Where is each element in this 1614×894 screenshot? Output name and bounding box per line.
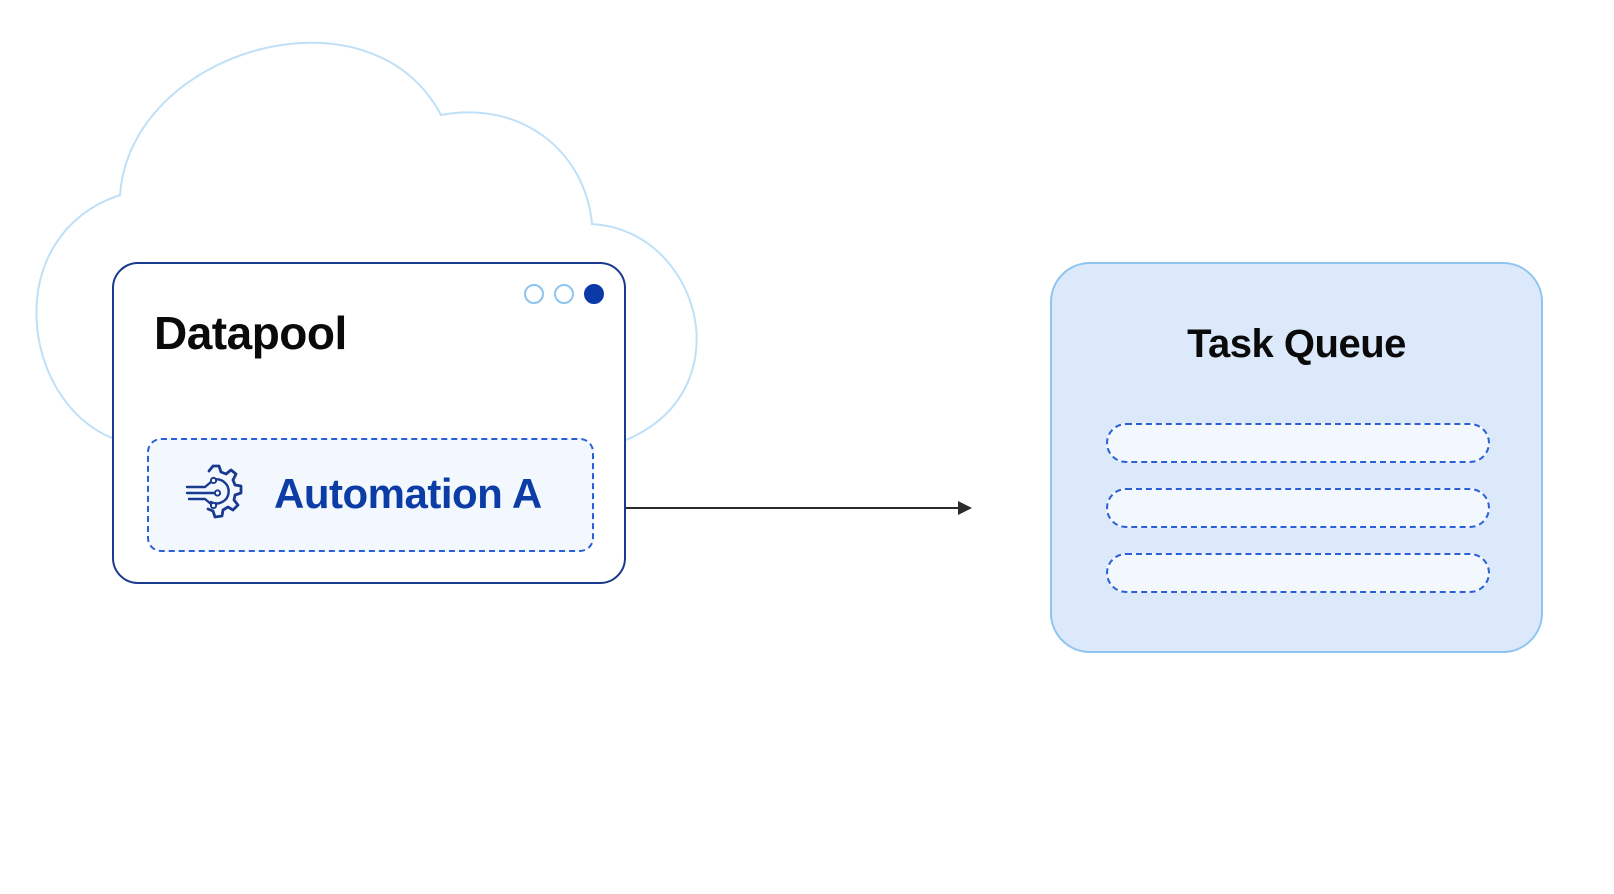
flow-arrow-head xyxy=(958,501,972,515)
task-queue-title: Task Queue xyxy=(1187,322,1406,366)
gear-circuit-icon xyxy=(185,464,243,519)
cloud-outline xyxy=(35,41,698,441)
queue-slot-list xyxy=(1106,423,1490,618)
window-controls xyxy=(524,284,604,304)
task-queue-panel: Task Queue xyxy=(1050,262,1543,653)
queue-slot xyxy=(1106,423,1490,463)
window-dot-3 xyxy=(584,284,604,304)
window-dot-2 xyxy=(554,284,574,304)
automation-label: Automation A xyxy=(274,470,542,517)
automation-card: Automation A xyxy=(147,438,594,552)
queue-slot xyxy=(1106,488,1490,528)
queue-slot xyxy=(1106,553,1490,593)
datapool-window: Datapool Automation A xyxy=(112,262,626,584)
window-dot-1 xyxy=(524,284,544,304)
datapool-title: Datapool xyxy=(154,307,347,359)
